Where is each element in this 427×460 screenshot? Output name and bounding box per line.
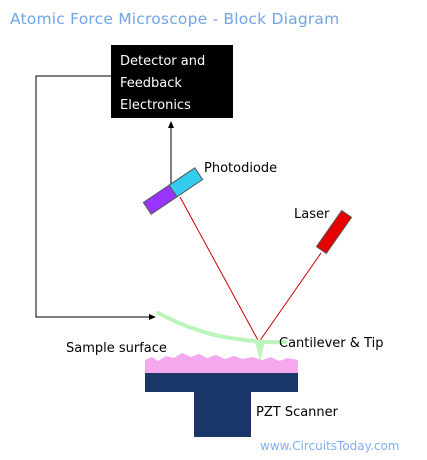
cantilever-beam (156, 311, 287, 345)
incident-laser-beam (258, 252, 322, 343)
laser-label: Laser (294, 207, 330, 222)
signal-arrowhead (168, 121, 174, 128)
detector-label-line2: Feedback (120, 76, 182, 91)
feedback-loop-wire (35, 75, 152, 318)
sample-surface-label: Sample surface (66, 341, 167, 356)
feedback-arrowhead (149, 314, 156, 320)
detector-label-line1: Detector and (120, 54, 206, 69)
pzt-scanner-column (194, 392, 251, 437)
photodiode-sensor (142, 167, 204, 215)
detector-label-line3: Electronics (120, 98, 191, 113)
pzt-scanner-top (145, 373, 298, 392)
website-footer: www.CircuitsToday.com (260, 439, 400, 453)
laser-source (315, 209, 353, 255)
detector-feedback-electronics-box: Detector and Feedback Electronics (111, 45, 233, 118)
sample-surface (145, 353, 298, 373)
diagram-title: Atomic Force Microscope - Block Diagram (10, 10, 340, 28)
photodiode-label: Photodiode (204, 161, 278, 176)
cantilever-tip-label: Cantilever & Tip (279, 336, 384, 351)
pzt-scanner-label: PZT Scanner (256, 405, 339, 420)
reflected-laser-beam (179, 196, 260, 343)
cantilever-tip (255, 342, 265, 361)
